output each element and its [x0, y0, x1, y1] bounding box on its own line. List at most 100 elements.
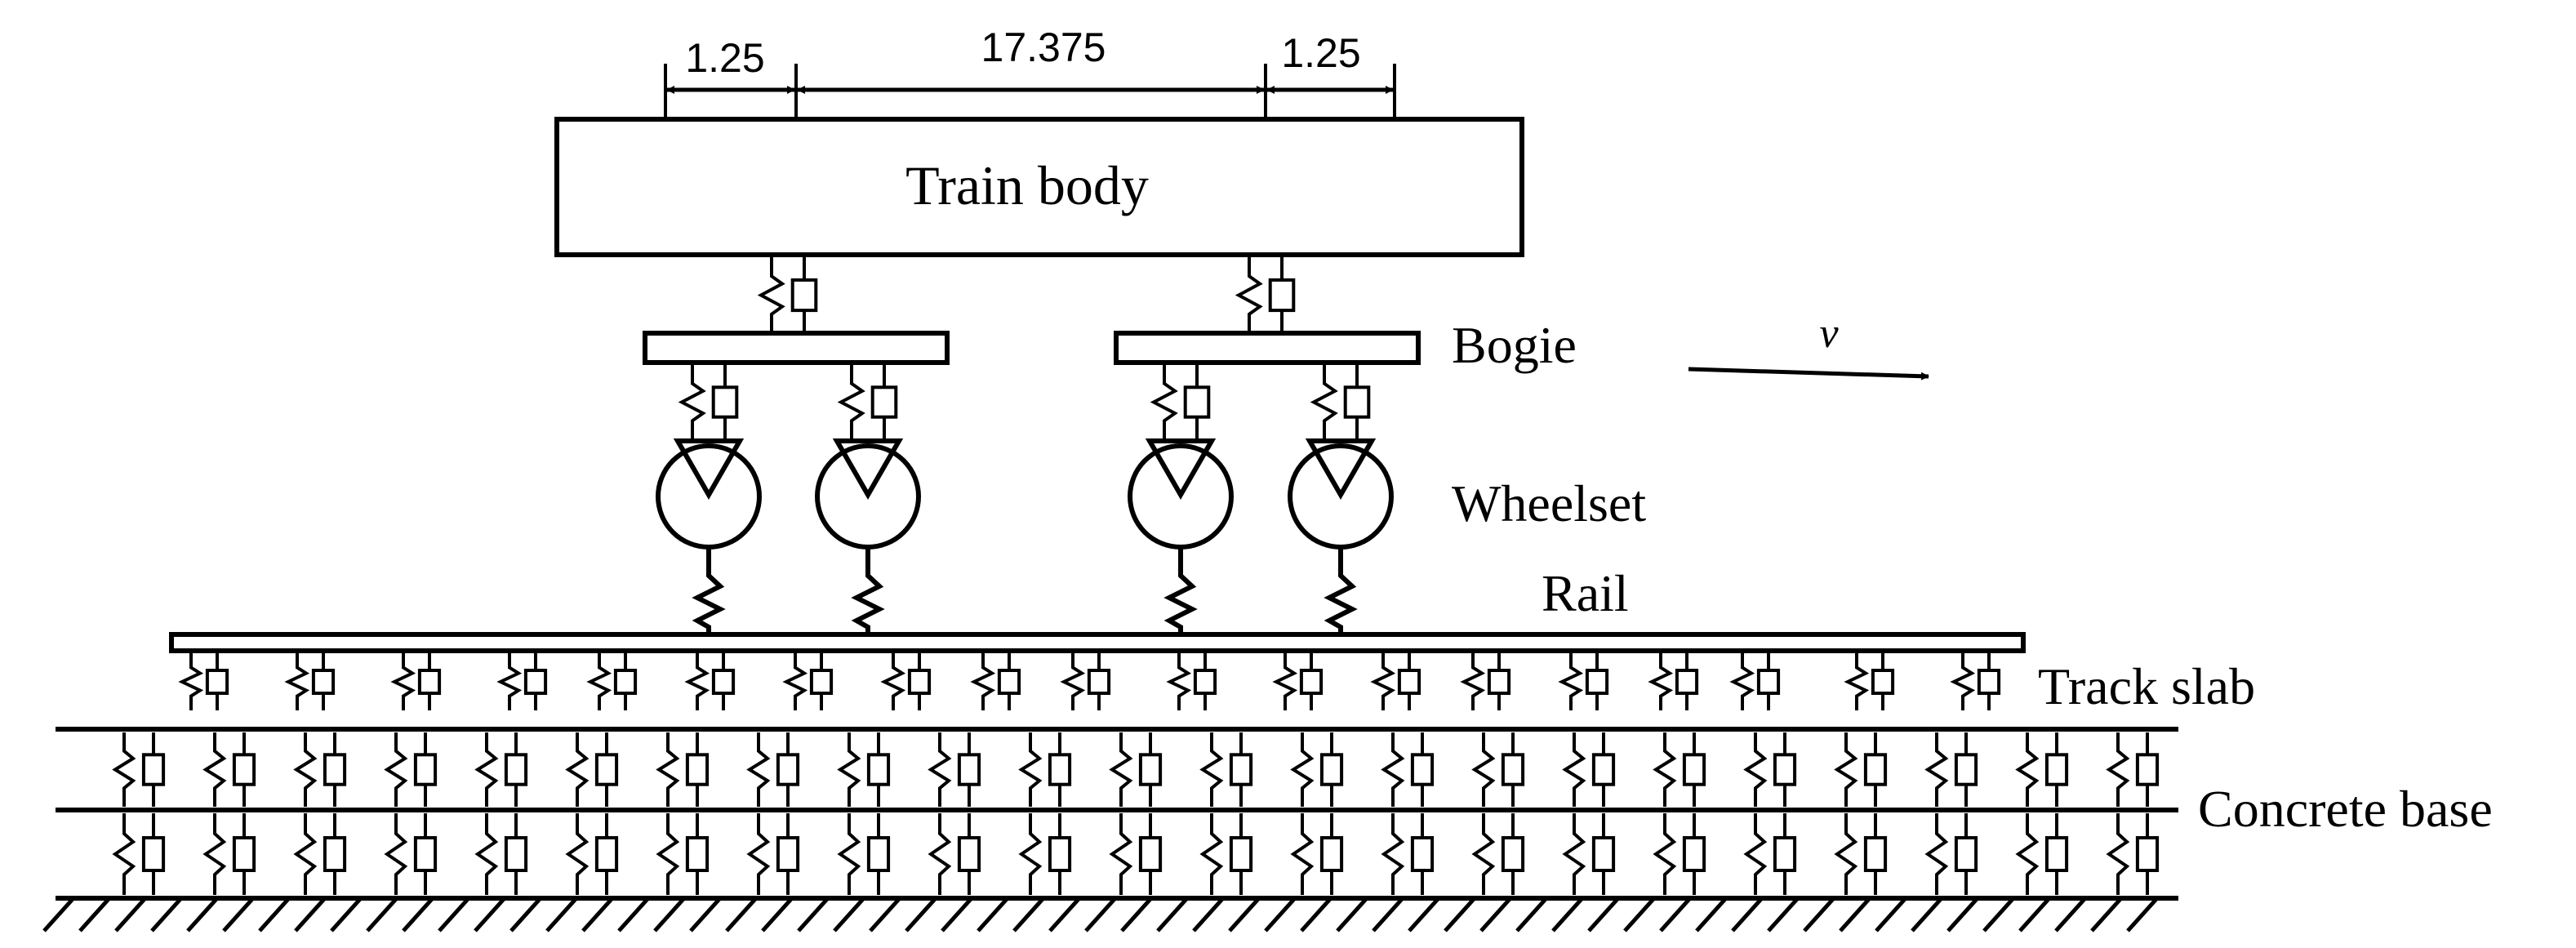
spring	[293, 813, 318, 895]
spring-damper	[284, 653, 336, 710]
hatch-line	[114, 897, 147, 932]
damper	[1193, 653, 1217, 710]
spring	[1844, 653, 1870, 710]
spring	[1562, 732, 1586, 807]
spring-damper	[1370, 653, 1421, 710]
spring	[178, 653, 204, 710]
hatch-line	[1048, 897, 1081, 932]
spring-damper	[2015, 813, 2069, 895]
spring	[586, 653, 612, 710]
hatch-line	[905, 897, 937, 932]
spring-damper	[2015, 732, 2069, 807]
damper	[997, 653, 1021, 710]
damper	[685, 813, 710, 895]
damper	[685, 732, 710, 807]
hatch-line	[1911, 897, 1943, 932]
damper	[413, 732, 438, 807]
hatch-line	[797, 897, 830, 932]
wheelset	[1288, 438, 1394, 550]
spring	[1060, 653, 1086, 710]
spring	[1562, 813, 1586, 895]
spring	[474, 732, 499, 807]
spring	[112, 732, 136, 807]
damper	[2135, 732, 2160, 807]
damper	[323, 813, 347, 895]
spring-damper	[782, 653, 834, 710]
damper	[866, 813, 891, 895]
spring-damper	[1199, 732, 1253, 807]
spring-damper	[1558, 653, 1609, 710]
hatch-line	[1300, 897, 1332, 932]
spring-damper	[656, 813, 710, 895]
spring	[1370, 653, 1396, 710]
bogie-left	[643, 331, 950, 365]
damper	[866, 732, 891, 807]
hatch-line	[689, 897, 722, 932]
contact-spring	[1324, 547, 1358, 634]
damper	[870, 365, 898, 439]
rail-pads	[178, 653, 2001, 710]
wheelsets	[656, 438, 1394, 550]
spring-damper	[1834, 813, 1888, 895]
damper	[957, 732, 981, 807]
damper	[1319, 732, 1344, 807]
spring	[1290, 732, 1315, 807]
velocity-label: v	[1819, 310, 1839, 357]
damper	[1410, 732, 1435, 807]
hatch-line	[1587, 897, 1620, 932]
hatch-line	[1875, 897, 1907, 932]
spring-damper	[656, 732, 710, 807]
hatch-line	[1336, 897, 1368, 932]
secondary-suspension	[757, 257, 1296, 333]
spring	[1471, 813, 1496, 895]
hatch-line	[1479, 897, 1512, 932]
damper	[1682, 732, 1706, 807]
damper	[1863, 813, 1888, 895]
spring-damper	[684, 653, 736, 710]
spring	[284, 653, 310, 710]
hatch-line	[581, 897, 614, 932]
spring-damper	[496, 653, 548, 710]
contact-spring	[692, 547, 726, 634]
spring-damper	[1018, 732, 1072, 807]
spring-damper	[384, 732, 438, 807]
spring-damper	[928, 813, 981, 895]
spring	[1290, 813, 1315, 895]
spring	[1950, 653, 1976, 710]
spring-damper	[2106, 732, 2160, 807]
hatch-line	[1156, 897, 1189, 932]
damper	[594, 732, 619, 807]
damper	[1863, 732, 1888, 807]
damper	[594, 813, 619, 895]
damper	[809, 653, 834, 710]
hatch-line	[1120, 897, 1153, 932]
spring	[474, 813, 499, 895]
damper	[1299, 653, 1324, 710]
contact-springs	[692, 547, 1358, 634]
spring-damper	[202, 813, 256, 895]
spring	[1924, 813, 1949, 895]
spring	[384, 813, 408, 895]
damper	[776, 813, 800, 895]
spring-damper	[1950, 653, 2001, 710]
spring-damper	[1310, 365, 1371, 439]
spring	[565, 732, 589, 807]
spring-damper	[293, 732, 347, 807]
damper	[232, 732, 256, 807]
wheel-triangle	[1305, 438, 1377, 501]
damper	[1501, 813, 1525, 895]
spring-damper	[1109, 813, 1163, 895]
spring	[1235, 257, 1263, 333]
spring	[202, 813, 227, 895]
spring	[1310, 365, 1338, 439]
spring-damper	[1460, 653, 1511, 710]
spring	[1653, 813, 1677, 895]
hatch-line	[150, 897, 183, 932]
spring-damper	[837, 813, 891, 895]
spring-damper	[1924, 732, 1978, 807]
spring-damper	[1743, 813, 1797, 895]
track-slab-label: Track slab	[2038, 657, 2255, 715]
damper	[413, 813, 438, 895]
damper	[523, 653, 548, 710]
